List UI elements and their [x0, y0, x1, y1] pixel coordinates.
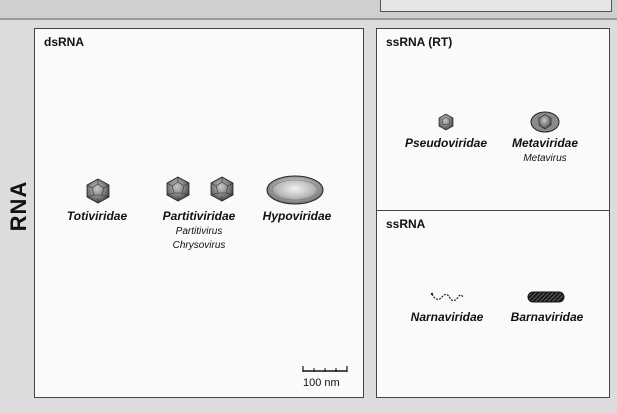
family-name-metaviridae: Metaviridae — [511, 136, 579, 150]
partitiviridae-icon-1 — [166, 176, 190, 202]
family-name-pseudoviridae: Pseudoviridae — [404, 136, 488, 150]
panel-ssrna-rt: ssRNA (RT) Pseudoviridae Metaviridae Met… — [376, 28, 610, 211]
genus-metavirus: Metavirus — [523, 153, 567, 164]
side-label: RNA — [6, 176, 32, 236]
narnaviridae-icon — [430, 292, 464, 302]
hypoviridae-icon — [266, 175, 324, 205]
top-strip — [0, 0, 617, 20]
panel-title-ssrna: ssRNA — [386, 217, 426, 231]
panel-ssrna: ssRNA Narnaviridae Barnaviridae — [376, 210, 610, 398]
side-label-text: RNA — [6, 180, 31, 232]
family-name-narnaviridae: Narnaviridae — [410, 310, 484, 324]
pseudoviridae-icon — [438, 113, 454, 131]
panel-title-dsrna: dsRNA — [44, 35, 85, 49]
totiviridae-icon — [86, 178, 110, 204]
panel-title-ssrna-rt: ssRNA (RT) — [386, 35, 453, 49]
barnaviridae-icon — [527, 291, 565, 303]
top-strip-box — [380, 0, 612, 12]
panel-dsrna: dsRNA Totiviridae Partitiviridae Partiti… — [34, 28, 364, 398]
scale-bar-label: 100 nm — [303, 377, 340, 389]
family-name-barnaviridae: Barnaviridae — [510, 310, 584, 324]
genus-chrysovirus: Chrysovirus — [172, 240, 226, 251]
family-name-totiviridae: Totiviridae — [66, 209, 128, 223]
genus-partitivirus: Partitivirus — [175, 226, 223, 237]
scale-bar-icon — [302, 366, 348, 372]
family-name-partitiviridae: Partitiviridae — [162, 209, 236, 223]
partitiviridae-icon-2 — [210, 176, 234, 202]
family-name-hypoviridae: Hypoviridae — [262, 209, 332, 223]
metaviridae-icon — [530, 111, 560, 133]
